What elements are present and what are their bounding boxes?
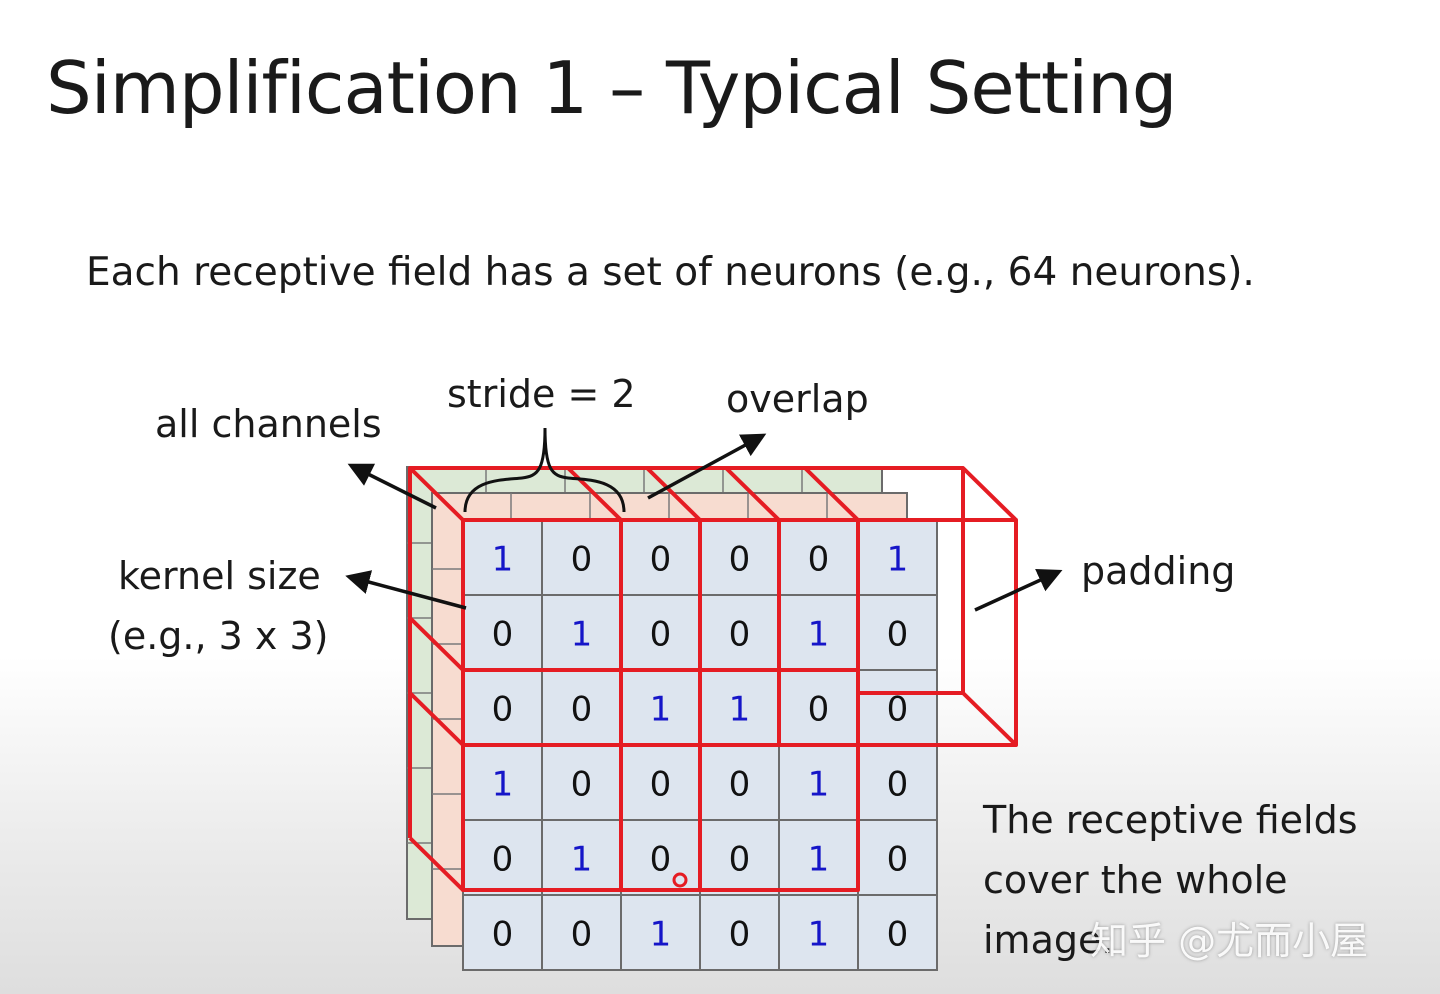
grid-cell-value: 1 bbox=[650, 690, 672, 730]
grid-cell bbox=[462, 819, 543, 896]
grid-cell bbox=[462, 594, 543, 671]
grid-cell-value: 1 bbox=[492, 540, 514, 580]
grid-cell-value: 0 bbox=[808, 690, 830, 730]
grid-cell bbox=[620, 894, 701, 971]
grid-cell-value: 0 bbox=[887, 915, 909, 955]
grid-cell-value: 0 bbox=[571, 915, 593, 955]
grid-cell bbox=[699, 894, 780, 971]
receptive-field-top-right-padding bbox=[724, 466, 1018, 747]
padding-arrow bbox=[974, 569, 1063, 612]
cover-line-3: image. bbox=[983, 918, 1114, 962]
grid-cell-value: 1 bbox=[571, 615, 593, 655]
grid-cell-value: 0 bbox=[808, 540, 830, 580]
grid-cell bbox=[778, 819, 859, 896]
grid-cell-value: 0 bbox=[492, 915, 514, 955]
cover-line-1: The receptive fields bbox=[983, 798, 1358, 842]
grid-cell-value: 1 bbox=[808, 840, 830, 880]
receptive-field-bottom-middle bbox=[619, 668, 860, 892]
grid-cell-value: 1 bbox=[571, 840, 593, 880]
grid-cell-value: 1 bbox=[887, 540, 909, 580]
grid-cell-value: 0 bbox=[650, 840, 672, 880]
grid-cell-value: 1 bbox=[729, 690, 751, 730]
grid-cell bbox=[778, 594, 859, 671]
all-channels-label: all channels bbox=[155, 402, 382, 446]
grid-cell-value: 0 bbox=[571, 540, 593, 580]
grid-cell bbox=[620, 594, 701, 671]
grid-cell-value: 0 bbox=[650, 540, 672, 580]
stride-brace bbox=[463, 427, 626, 513]
all-channels-arrow bbox=[347, 463, 437, 510]
grid-cell-value: 0 bbox=[729, 765, 751, 805]
receptive-field-boxes bbox=[408, 466, 1018, 892]
overlap-arrow bbox=[647, 433, 767, 500]
grid-cell bbox=[778, 894, 859, 971]
grid-cell bbox=[857, 819, 938, 896]
grid-cell bbox=[699, 669, 780, 746]
grid-cell bbox=[541, 819, 622, 896]
grid-cell-value: 0 bbox=[650, 765, 672, 805]
grid-cell-value: 1 bbox=[492, 765, 514, 805]
receptive-field-top-middle bbox=[566, 466, 860, 747]
grid-cell bbox=[541, 594, 622, 671]
grid-cell-value: 0 bbox=[887, 840, 909, 880]
grid-cell bbox=[857, 894, 938, 971]
grid-cell-value: 0 bbox=[729, 540, 751, 580]
overlap-label: overlap bbox=[726, 377, 869, 421]
grid-cell-value: 1 bbox=[808, 915, 830, 955]
kernel-size-label: kernel size bbox=[118, 554, 321, 598]
receptive-field-bottom-left bbox=[408, 616, 702, 892]
grid-cell-value: 0 bbox=[729, 840, 751, 880]
receptive-fields-cover-label: The receptive fields cover the whole ima… bbox=[983, 790, 1358, 970]
grid-cell bbox=[857, 594, 938, 671]
padding-label: padding bbox=[1081, 549, 1236, 593]
grid-cell bbox=[857, 744, 938, 821]
grid-cell bbox=[541, 744, 622, 821]
slide-title: Simplification 1 – Typical Setting bbox=[46, 46, 1177, 130]
grid-cell-value: 0 bbox=[492, 840, 514, 880]
grid-cell-value: 0 bbox=[492, 690, 514, 730]
grid-cell-value: 0 bbox=[571, 690, 593, 730]
grid-cell-value: 0 bbox=[729, 915, 751, 955]
kernel-size-example-label: (e.g., 3 x 3) bbox=[108, 614, 329, 658]
grid-cell-value: 0 bbox=[571, 765, 593, 805]
grid-cell-value: 1 bbox=[808, 615, 830, 655]
cursor-indicator bbox=[672, 872, 688, 888]
grid-cell bbox=[857, 669, 938, 746]
grid-cell-value: 0 bbox=[887, 765, 909, 805]
stride-label: stride = 2 bbox=[447, 372, 636, 416]
grid-cell-value: 1 bbox=[808, 765, 830, 805]
subtitle: Each receptive field has a set of neuron… bbox=[86, 250, 1255, 295]
grid-cell-value: 0 bbox=[887, 690, 909, 730]
grid-cell-value: 0 bbox=[650, 615, 672, 655]
grid-cell-value: 0 bbox=[492, 615, 514, 655]
watermark: 知乎 @尤而小屋 bbox=[1090, 919, 1369, 963]
cover-line-2: cover the whole bbox=[983, 858, 1288, 902]
grid-cell-value: 0 bbox=[729, 615, 751, 655]
grid-cell-value: 0 bbox=[887, 615, 909, 655]
grid-cell-value: 1 bbox=[650, 915, 672, 955]
kernel-size-arrow bbox=[345, 570, 467, 610]
grid-cell bbox=[462, 894, 543, 971]
